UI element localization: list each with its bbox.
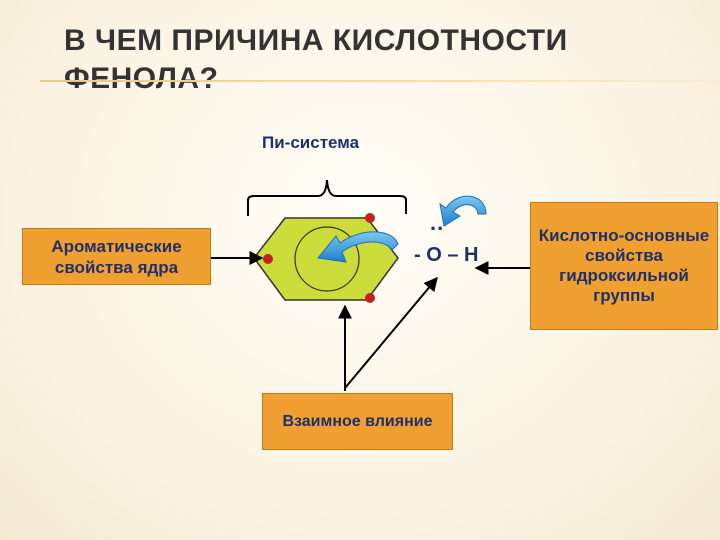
arrow-up-to-oxygen: [344, 276, 438, 389]
acid-base-properties-box: Кислотно-основные свойства гидроксильной…: [530, 202, 718, 330]
atom-dot-bottom: [365, 293, 375, 303]
aromatic-circle: [294, 226, 360, 292]
pi-system-brace: [247, 179, 407, 216]
conjugation-curved-arrow: [317, 231, 399, 263]
slide-title: В чем причина кислотности фенола?: [64, 24, 568, 95]
lone-pair-curved-arrow: [439, 195, 487, 227]
hydroxyl-group-label: - О – Н: [414, 244, 479, 266]
atom-dot-top: [365, 213, 375, 223]
atom-dot-left: [263, 254, 273, 264]
title-divider: [40, 80, 720, 82]
lone-pair-dots: ..: [430, 210, 445, 235]
aromatic-properties-box: Ароматические свойства ядра: [22, 228, 211, 285]
mutual-influence-box: Взаимное влияние: [262, 393, 453, 450]
pi-system-label: Пи-система: [262, 133, 360, 152]
